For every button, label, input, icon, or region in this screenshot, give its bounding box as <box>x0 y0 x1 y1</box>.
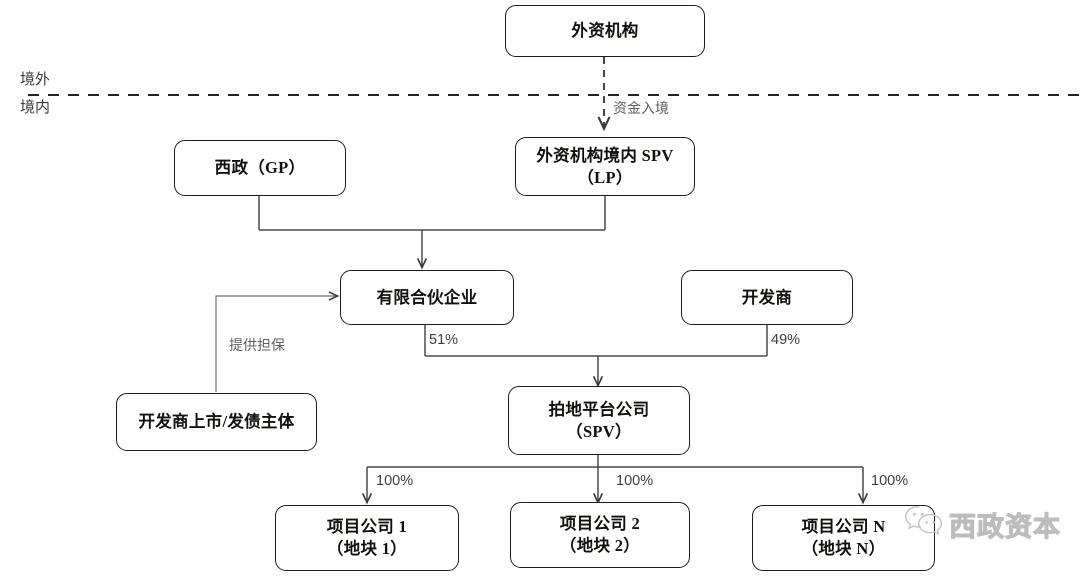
wechat-icon <box>903 503 945 546</box>
edge-label-lp-stake: 51% <box>429 332 459 348</box>
watermark: 西政资本 <box>903 503 1061 546</box>
node-onshore-spv-lp-line1: 外资机构境内 SPV <box>536 145 674 165</box>
node-project-company-n-line1: 项目公司 N <box>801 517 886 537</box>
node-project-company-2[interactable]: 项目公司 2 （地块 2） <box>510 502 690 568</box>
node-land-bidding-platform-line1: 拍地平台公司 <box>548 399 650 419</box>
node-project-company-n[interactable]: 项目公司 N （地块 N） <box>752 505 935 571</box>
node-developer-line1: 开发商 <box>741 287 793 307</box>
edge-label-project-n-stake: 100% <box>871 473 909 489</box>
node-developer[interactable]: 开发商 <box>681 270 853 325</box>
node-project-company-2-line1: 项目公司 2 <box>559 514 641 534</box>
node-foreign-institution[interactable]: 外资机构 <box>505 5 705 57</box>
node-project-company-1[interactable]: 项目公司 1 （地块 1） <box>275 505 459 571</box>
node-developer-listed-issuer-line1: 开发商上市/发债主体 <box>138 412 295 432</box>
edge-label-developer-stake: 49% <box>771 332 801 348</box>
node-onshore-spv-lp[interactable]: 外资机构境内 SPV （LP） <box>515 137 695 196</box>
node-project-company-1-line2: （地块 1） <box>326 539 408 558</box>
node-developer-listed-issuer[interactable]: 开发商上市/发债主体 <box>116 393 317 451</box>
node-xizheng-gp-line1: 西政（GP） <box>214 158 306 178</box>
node-land-bidding-platform-line2: （SPV） <box>566 421 632 441</box>
edge-label-capital-inflow: 资金入境 <box>613 102 669 117</box>
node-limited-partnership[interactable]: 有限合伙企业 <box>340 270 514 325</box>
edge-label-project-1-stake: 100% <box>376 473 414 489</box>
node-xizheng-gp[interactable]: 西政（GP） <box>174 140 346 196</box>
node-land-bidding-platform[interactable]: 拍地平台公司 （SPV） <box>508 386 690 455</box>
node-limited-partnership-line1: 有限合伙企业 <box>376 287 478 307</box>
region-label-onshore: 境内 <box>20 100 51 116</box>
node-project-company-n-line2: （地块 N） <box>801 539 886 558</box>
node-foreign-institution-line1: 外资机构 <box>571 21 639 41</box>
edge-label-project-2-stake: 100% <box>616 473 654 489</box>
node-onshore-spv-lp-line2: （LP） <box>577 167 633 187</box>
watermark-text: 西政资本 <box>949 512 1061 543</box>
region-label-offshore: 境外 <box>20 72 51 88</box>
edge-label-provide-guarantee: 提供担保 <box>229 339 285 354</box>
node-project-company-1-line1: 项目公司 1 <box>326 517 408 537</box>
node-project-company-2-line2: （地块 2） <box>559 536 641 555</box>
